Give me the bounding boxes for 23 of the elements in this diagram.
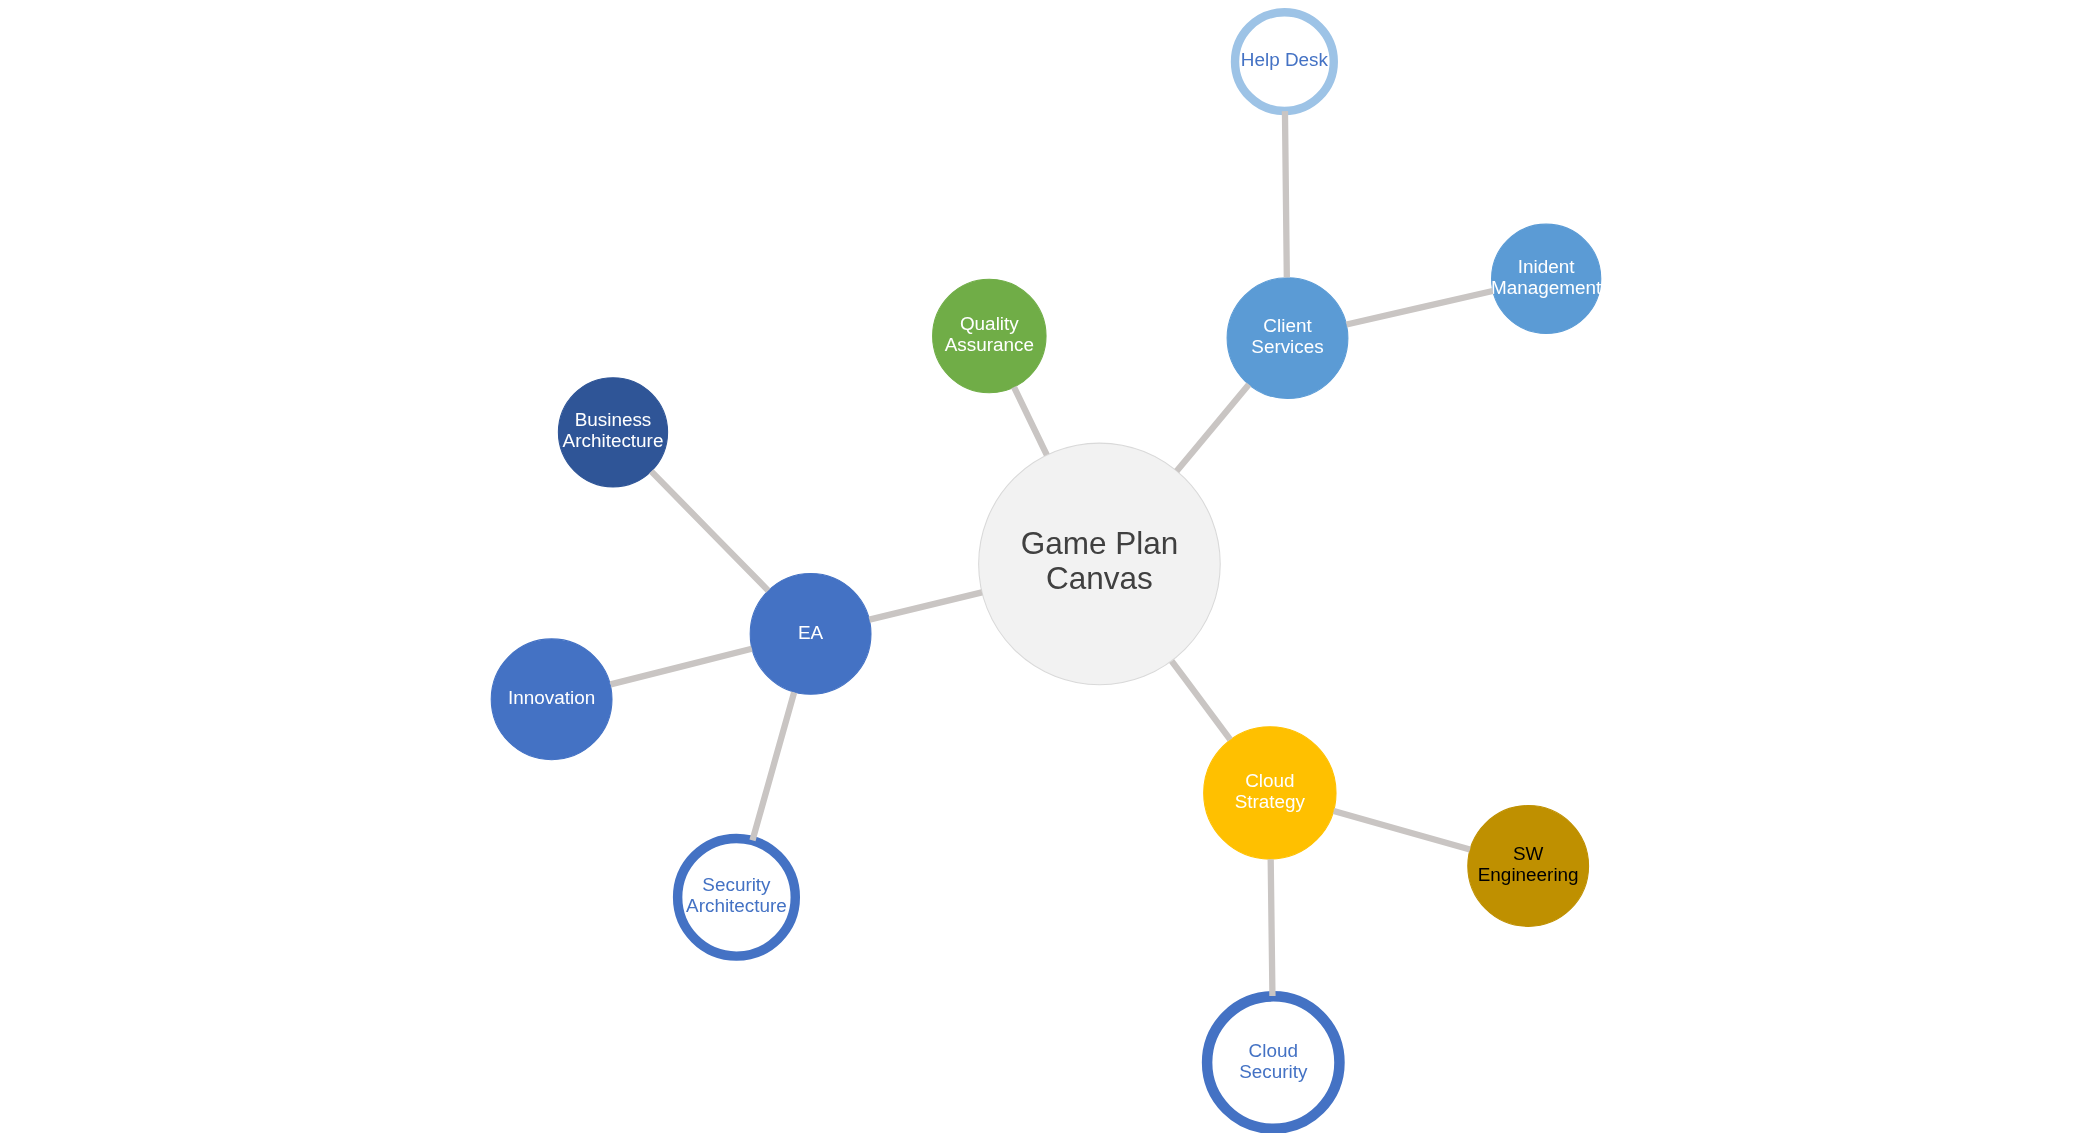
- node-circle: Business Architecture: [557, 377, 668, 488]
- node-circle: Inident Management: [1490, 223, 1601, 334]
- node-circle: Cloud Security: [1201, 991, 1345, 1133]
- node-circle: Help Desk: [1230, 8, 1338, 116]
- node-circle: Game Plan Canvas: [977, 442, 1221, 686]
- connector: [868, 589, 983, 623]
- connector: [1168, 659, 1233, 742]
- connector: [1010, 385, 1050, 457]
- connector: [1267, 859, 1276, 997]
- node-circle: EA: [749, 572, 871, 695]
- connector: [609, 645, 753, 688]
- node-circle: Cloud Strategy: [1202, 726, 1337, 860]
- connector: [1332, 807, 1471, 853]
- connector: [1345, 287, 1493, 328]
- connector: [748, 691, 797, 842]
- connector: [1173, 382, 1251, 474]
- connector: [648, 469, 770, 593]
- node-circle: Innovation: [490, 638, 613, 761]
- node-circle: SW Engineering: [1466, 805, 1589, 927]
- connector: [1281, 111, 1290, 278]
- node-circle: Quality Assurance: [931, 278, 1047, 394]
- node-circle: Security Architecture: [672, 833, 800, 961]
- node-circle: Client Services: [1226, 277, 1348, 400]
